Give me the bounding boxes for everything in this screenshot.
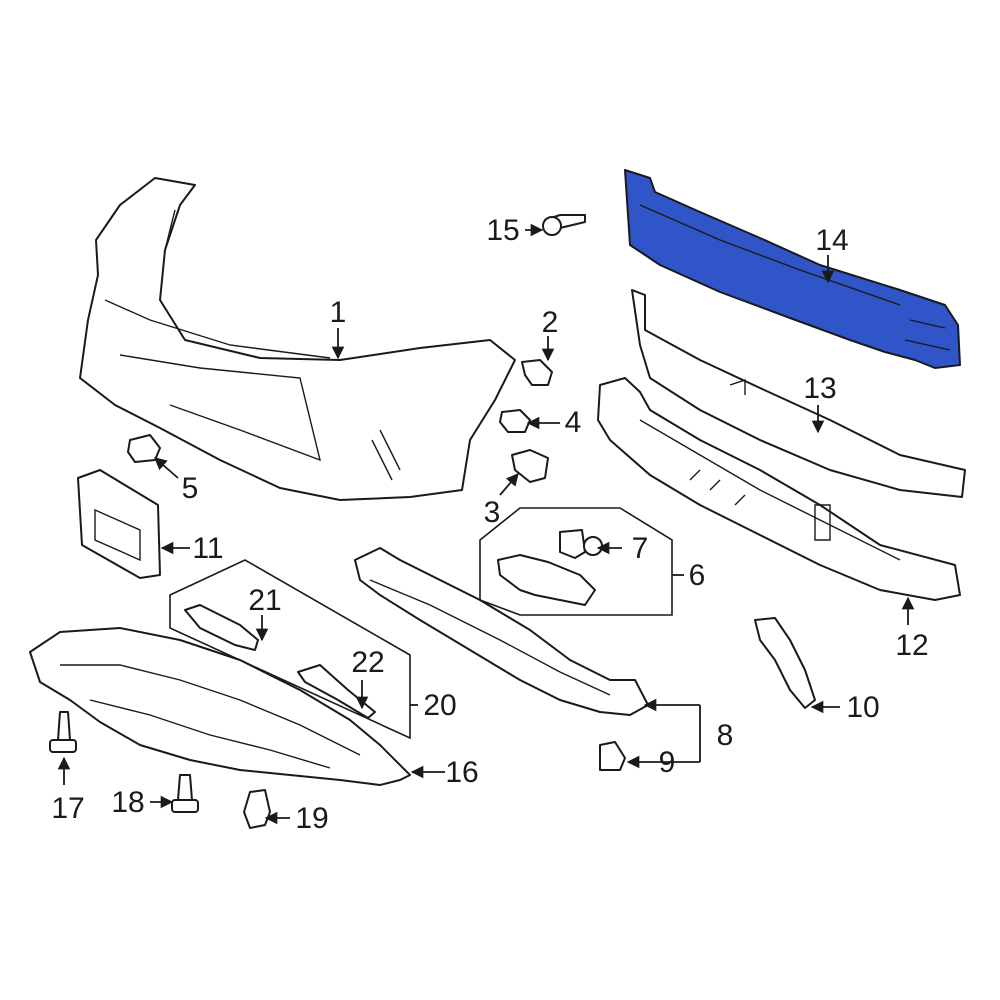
callout-17: 17 [51,792,84,825]
lower-support-part[interactable] [354,547,649,716]
energy-absorber-lower-part[interactable] [597,377,961,601]
callout-labels: 1 2 3 4 5 6 7 8 9 10 11 12 13 14 15 16 1… [51,214,928,835]
bumper-cover-part[interactable] [79,177,516,501]
callout-2: 2 [542,306,559,339]
side-bracket-part[interactable] [754,617,816,709]
callout-21: 21 [248,584,281,617]
nut-4-part [499,409,531,433]
callout-9: 9 [659,746,676,779]
bolt-18-head [171,799,199,813]
callout-4: 4 [565,406,582,439]
callout-8: 8 [717,719,734,752]
callout-14: 14 [815,224,848,257]
clip-3-part [511,449,549,483]
clip-9-part [599,741,626,771]
undercover-part[interactable] [29,627,411,786]
clip-2-part [521,359,553,386]
callout-16: 16 [445,756,478,789]
license-bracket-part[interactable] [77,469,161,579]
leader-lines [57,223,915,825]
callout-3: 3 [484,496,501,529]
part-20-box [169,559,411,740]
energy-absorber-upper-part[interactable] [631,289,966,498]
part-6-group [479,507,673,616]
clip-19-part [243,789,271,829]
callout-10: 10 [846,691,879,724]
bumper-reinforcement-part[interactable] [624,169,961,369]
callout-15: 15 [486,214,519,247]
bolt-17-head [49,739,77,753]
callout-6: 6 [689,559,706,592]
callout-1: 1 [330,296,347,329]
callout-13: 13 [803,372,836,405]
bolt-15-head [542,216,562,236]
callout-11: 11 [192,532,223,565]
part-6-box [479,507,673,616]
callout-5: 5 [182,472,199,505]
callout-18: 18 [111,786,144,819]
bolt-7-head [583,536,603,556]
seal-21-part [184,604,259,651]
callout-22: 22 [351,646,384,679]
callout-19: 19 [295,802,328,835]
bracket-part [497,554,596,606]
bolt-17-part [57,711,71,741]
bolt-18-part [177,774,193,801]
callout-12: 12 [895,629,928,662]
bolt-7-part [559,529,586,559]
fasteners [49,214,626,829]
callout-20: 20 [423,689,456,722]
callout-7: 7 [632,532,649,565]
